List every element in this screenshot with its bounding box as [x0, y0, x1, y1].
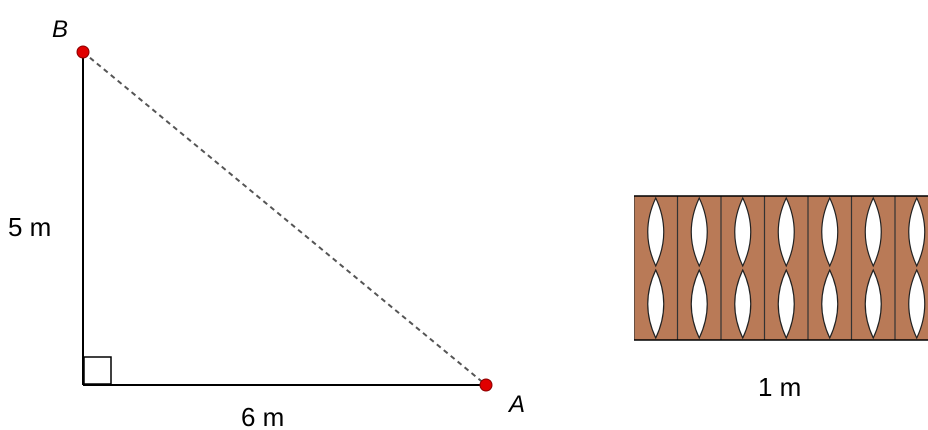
- hypotenuse-dashed-line: [82, 51, 487, 386]
- horizontal-side-label: 6 m: [241, 402, 284, 430]
- mesh-hole: [734, 268, 752, 340]
- panel-width-label: 1 m: [758, 372, 801, 402]
- right-angle-marker: [83, 356, 112, 385]
- mesh-hole: [821, 196, 839, 268]
- right-triangle: B A 5 m 6 m: [8, 16, 525, 430]
- point-a: [479, 378, 493, 392]
- point-b: [76, 45, 90, 59]
- mesh-hole: [734, 196, 752, 268]
- mesh-hole: [908, 196, 926, 268]
- vertical-side-label: 5 m: [8, 212, 51, 242]
- mesh-hole: [908, 268, 926, 340]
- point-b-label: B: [52, 16, 68, 43]
- mesh-hole: [647, 196, 665, 268]
- mesh-hole: [647, 268, 665, 340]
- mesh-hole: [864, 268, 882, 340]
- mesh-hole: [690, 268, 708, 340]
- mesh-hole: [821, 268, 839, 340]
- mesh-hole: [864, 196, 882, 268]
- mesh-holes: [634, 196, 926, 340]
- point-a-label: A: [507, 391, 525, 418]
- mesh-hole: [690, 196, 708, 268]
- mesh-hole: [777, 196, 795, 268]
- mesh-hole: [777, 268, 795, 340]
- mesh-panel: 1 m: [634, 195, 928, 402]
